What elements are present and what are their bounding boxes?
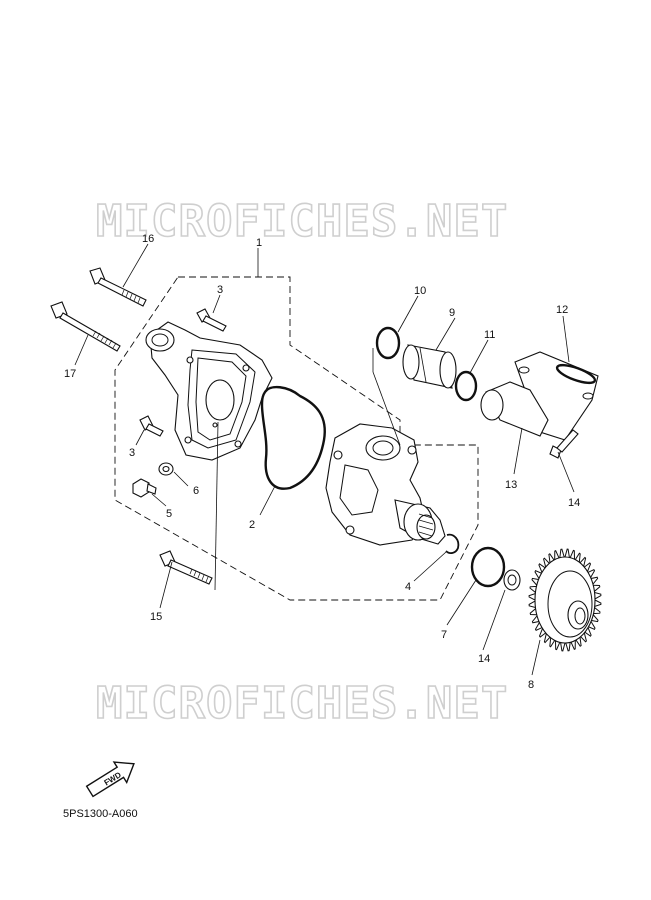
callout-14-upper: 10 (414, 285, 426, 297)
bolt-3-lower (139, 415, 164, 437)
watermark-top: MICROFICHES.NET (96, 196, 508, 247)
o-ring-7 (470, 546, 506, 588)
callout-7: 7 (441, 629, 447, 641)
callout-17: 14 (568, 497, 580, 509)
o-ring-14-upper (375, 326, 401, 360)
bolt-10 (159, 550, 213, 585)
callout-3-upper: 3 (217, 284, 223, 296)
callout-6: 6 (193, 485, 199, 497)
washer-9 (503, 569, 521, 591)
bolt-12 (50, 301, 121, 352)
leader-lines (74, 243, 575, 676)
callout-1: 1 (256, 237, 262, 249)
callout-4: 4 (405, 581, 411, 593)
callout-14-lower: 11 (484, 329, 495, 341)
washer-6 (158, 462, 174, 476)
hose-fitting-16 (480, 351, 599, 441)
callout-16: 13 (505, 479, 517, 491)
drain-bolt-5 (132, 478, 157, 498)
o-ring-14-lower (454, 370, 478, 402)
fwd-arrow-icon: FWD (85, 761, 135, 798)
callout-2: 2 (249, 519, 255, 531)
callout-labels: 16 1 3 17 3 6 5 2 15 10 9 11 12 13 14 4 … (64, 233, 580, 691)
pipe-joint-13 (402, 344, 457, 389)
pump-cover (145, 321, 273, 461)
callout-10: 15 (150, 611, 162, 623)
driven-gear-8 (528, 548, 602, 652)
bolt-11 (89, 267, 147, 307)
catalog-code: 5PS1300-A060 (63, 808, 138, 820)
callout-12: 17 (64, 368, 76, 380)
bolt-3-upper (196, 308, 227, 332)
callout-11: 16 (142, 233, 154, 245)
gasket-2 (260, 385, 326, 490)
callout-5: 5 (166, 508, 172, 520)
callout-8: 8 (528, 679, 534, 691)
assembly-boundary (114, 276, 479, 601)
pump-housing (325, 423, 446, 546)
callout-15: 12 (556, 304, 568, 316)
circlip-4 (445, 533, 460, 555)
bolt-17 (549, 429, 579, 459)
callout-13: 9 (449, 307, 455, 319)
watermark-bottom: MICROFICHES.NET (96, 678, 508, 729)
callout-9: 14 (478, 653, 490, 665)
callout-3-lower: 3 (129, 447, 135, 459)
o-ring-15 (555, 363, 597, 385)
